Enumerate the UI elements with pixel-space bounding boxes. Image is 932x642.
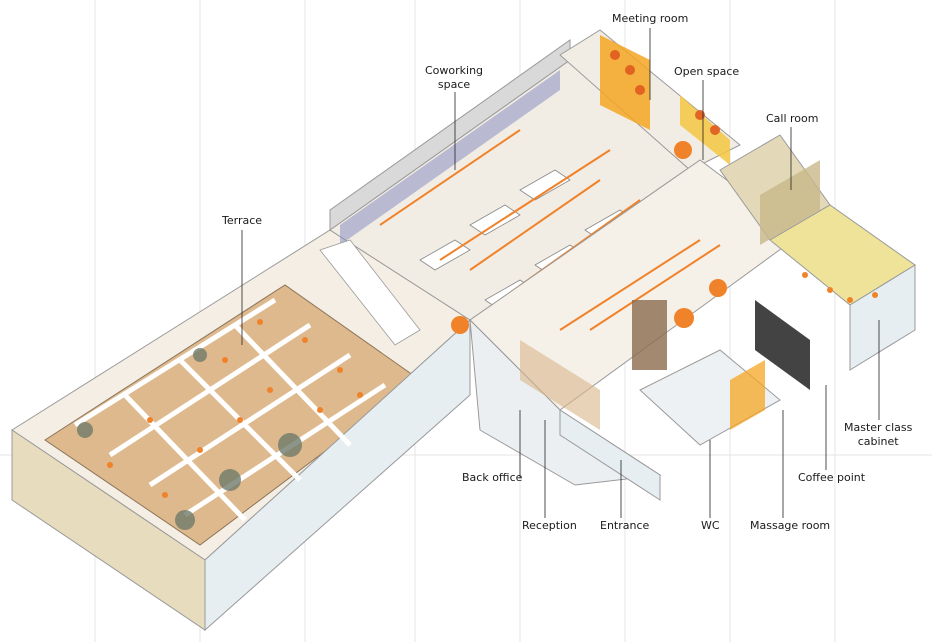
leader-lines (241, 28, 880, 518)
label-coworking-line2: space (437, 78, 471, 91)
label-master-class-cabinet: Master class cabinet (844, 421, 912, 449)
label-wc: WC (701, 519, 720, 532)
label-meeting-room: Meeting room (612, 12, 689, 25)
label-coworking-line1: Coworking (425, 64, 484, 77)
label-master-class-line2: cabinet (857, 435, 899, 448)
label-terrace: Terrace (222, 214, 263, 227)
label-entrance: Entrance (600, 519, 650, 532)
label-back-office: Back office (462, 471, 523, 484)
label-coworking-space: Coworking space (425, 64, 483, 92)
label-massage-room: Massage room (750, 519, 831, 532)
terrace-area (11, 229, 471, 632)
label-call-room: Call room (766, 112, 819, 125)
label-coffee-point: Coffee point (798, 471, 866, 484)
service-rooms (469, 300, 810, 501)
label-reception: Reception (522, 519, 577, 532)
label-master-class-line1: Master class (844, 421, 913, 434)
master-class-cabinet (769, 204, 916, 371)
label-open-space: Open space (674, 65, 740, 78)
